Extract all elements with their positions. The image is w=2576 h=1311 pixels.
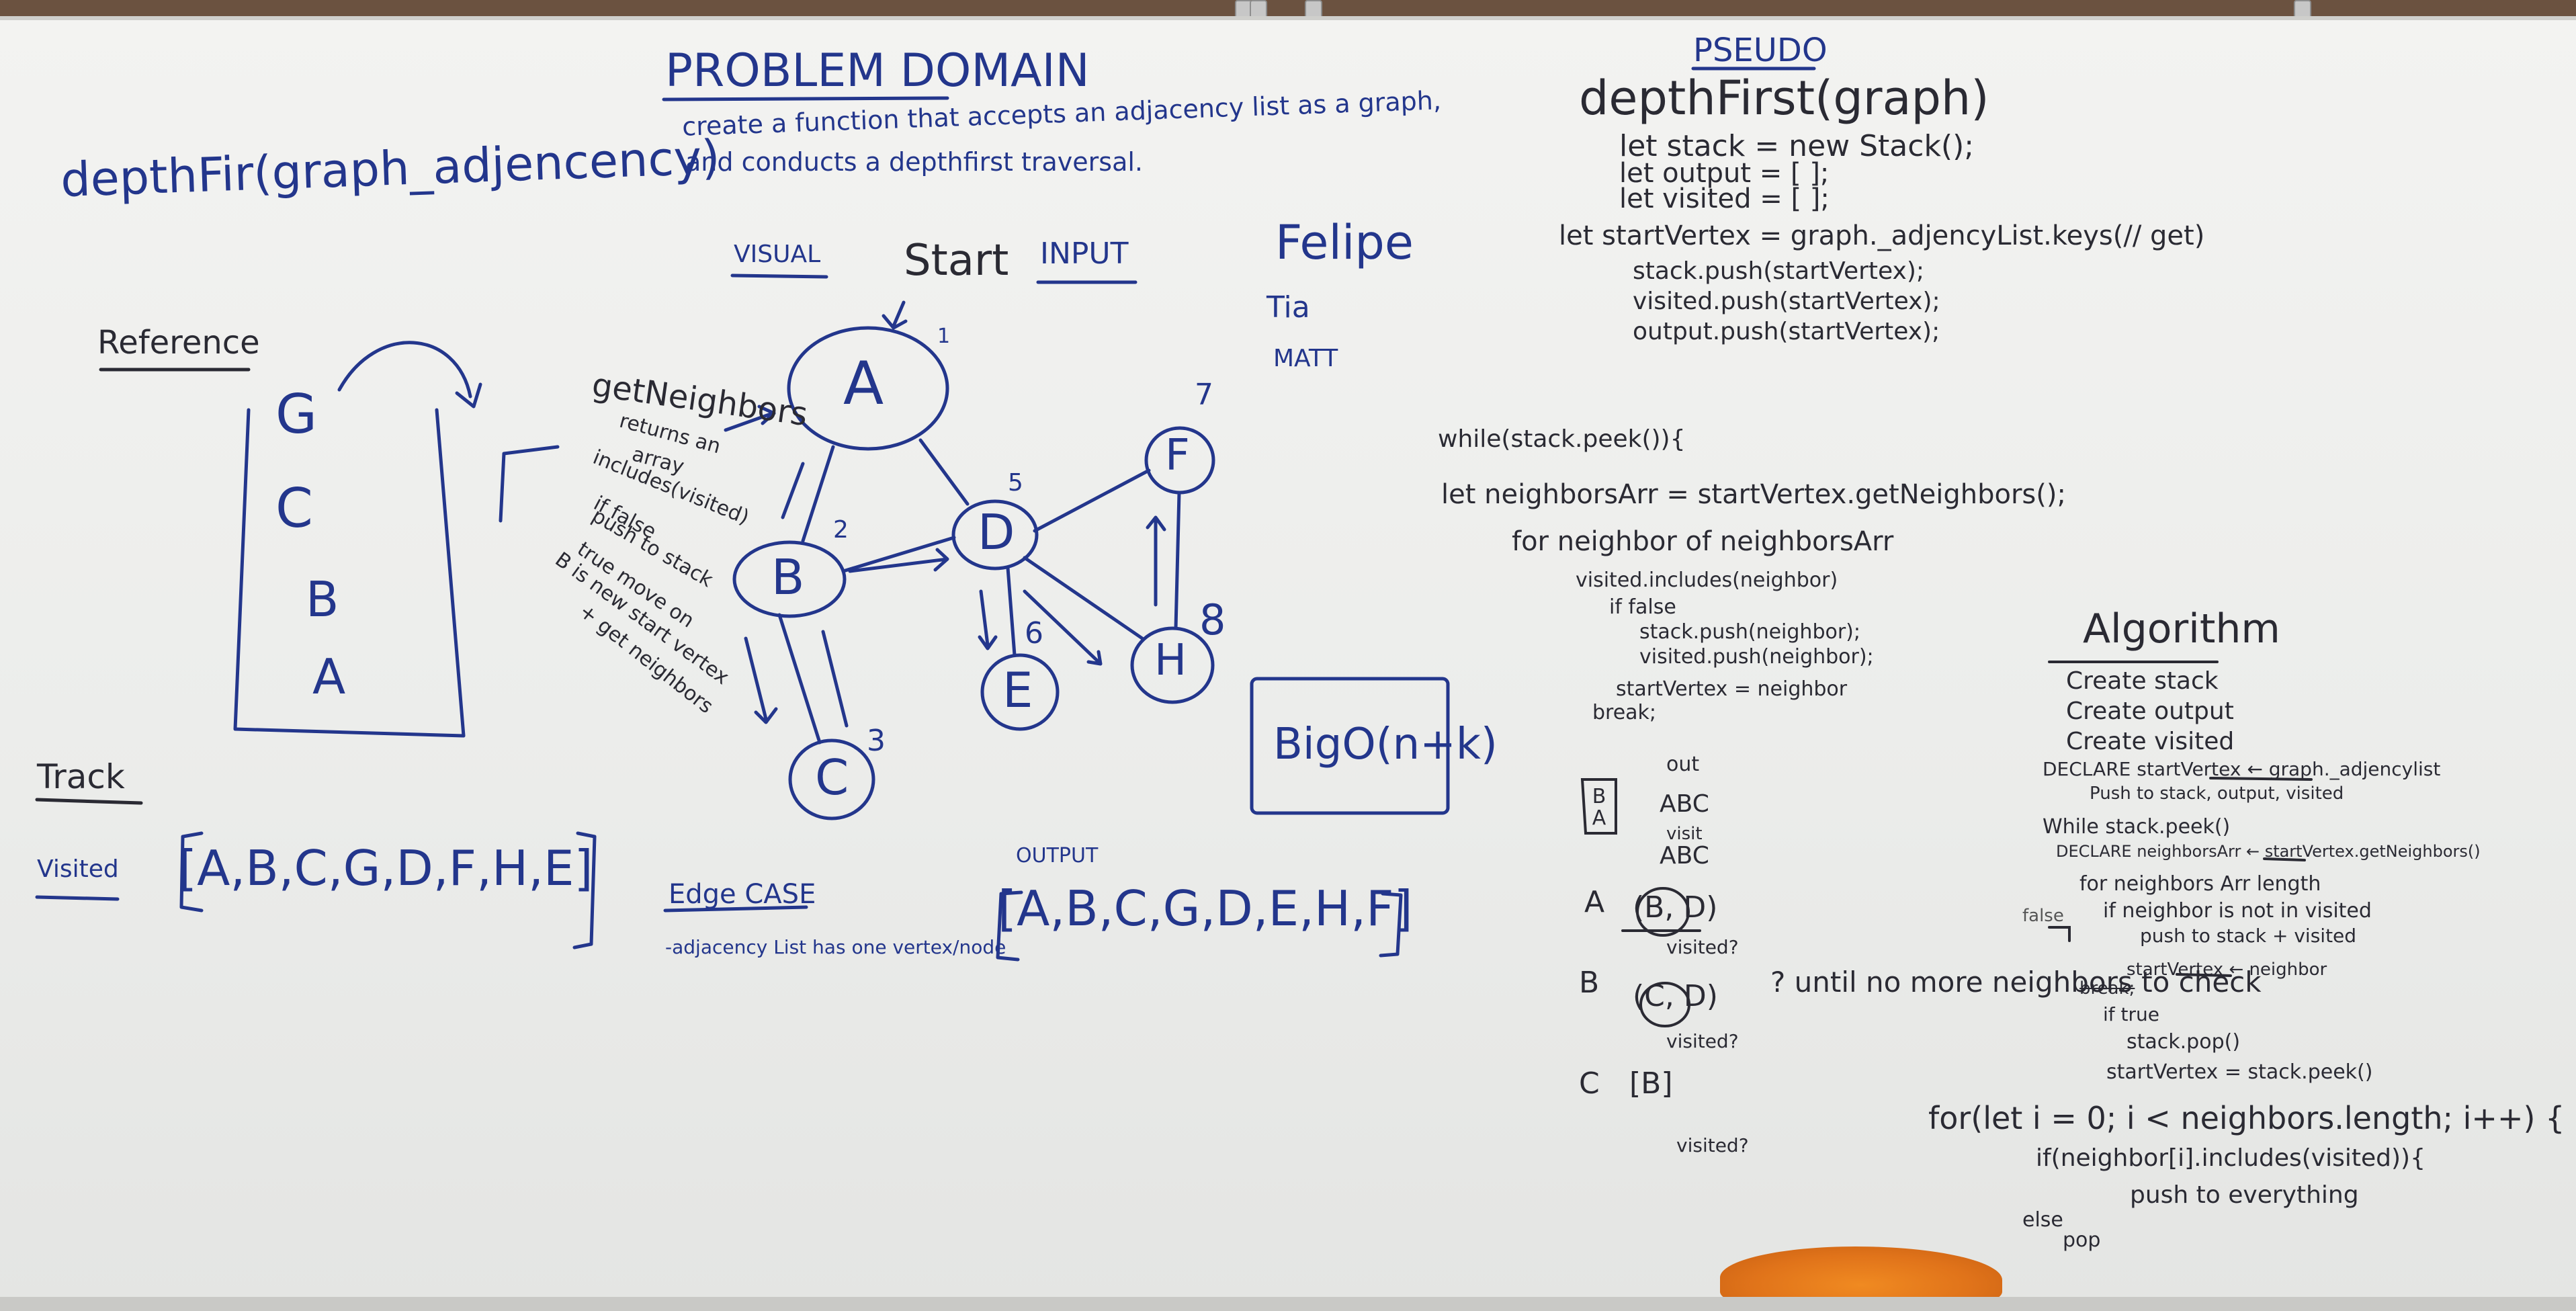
problem-line-2: and conducts a depthfirst traversal. <box>685 147 1143 177</box>
algorithm-line: Push to stack, output, visited <box>2090 784 2344 804</box>
node-label-F: F <box>1165 431 1190 480</box>
bigo-text: BigO(n+k) <box>1273 720 1498 769</box>
trace-row-value: (C, D) <box>1633 979 1718 1013</box>
node-order-C: 3 <box>867 724 886 758</box>
node-label-B: B <box>771 549 805 605</box>
algorithm-line: DECLARE neighborsArr ← startVertex.getNe… <box>2056 842 2481 861</box>
trace-visit-value: ABC <box>1660 842 1709 870</box>
reference-stack-g: G <box>275 383 317 446</box>
trace-row-note: visited? <box>1666 936 1739 958</box>
name-matt: MATT <box>1273 345 1338 372</box>
pseudo-loop-line: while(stack.peek()){ <box>1438 425 1686 453</box>
marker-tray <box>0 1297 2576 1311</box>
node-order-E: 6 <box>1025 616 1043 650</box>
pseudo-heading: PSEUDO <box>1693 32 1828 69</box>
algorithm-line: startVertex ← neighbor <box>2127 960 2327 980</box>
pseudo-loop-line: startVertex = neighbor <box>1616 677 1848 701</box>
trace-row-key: A <box>1584 885 1605 919</box>
visual-label: VISUAL <box>734 241 821 268</box>
reference-label: Reference <box>97 324 260 362</box>
algorithm-line: stack.pop() <box>2127 1030 2241 1054</box>
output-list: [A,B,C,G,D,E,H,F] <box>998 880 1413 937</box>
algorithm-line: if true <box>2103 1003 2159 1025</box>
node-label-C: C <box>815 749 849 806</box>
algorithm-line: Create output <box>2066 697 2234 725</box>
name-felipe: Felipe <box>1275 215 1414 270</box>
reference-stack-b: B <box>306 571 339 628</box>
trace-until-note: ? until no more neighbors to check <box>1770 966 2262 999</box>
node-label-H: H <box>1154 636 1187 685</box>
algorithm-line: if neighbor is not in visited <box>2103 899 2372 923</box>
node-order-A: 1 <box>937 325 951 348</box>
algorithm-line: While stack.peek() <box>2043 815 2231 839</box>
name-tia: Tia <box>1266 290 1310 325</box>
node-order-B: 2 <box>833 516 849 544</box>
algorithm-line: Create stack <box>2066 667 2219 695</box>
problem-heading: PROBLEM DOMAIN <box>665 44 1090 97</box>
pseudo-line: visited.push(startVertex); <box>1633 288 1940 315</box>
algorithm-heading: Algorithm <box>2083 605 2280 652</box>
trace-row-note: visited? <box>1666 1030 1739 1052</box>
edge-case-text: -adjacency List has one vertex/node <box>665 936 1006 958</box>
algorithm-line: Create visited <box>2066 728 2235 755</box>
algorithm-line: push to stack + visited <box>2140 925 2357 947</box>
bottom-code-line-1: for(let i = 0; i < neighbors.length; i++… <box>1928 1100 2565 1136</box>
pseudo-loop-line: stack.push(neighbor); <box>1639 620 1860 644</box>
algorithm-false-label: false <box>2022 906 2064 926</box>
pseudo-line: let stack = new Stack(); <box>1619 129 1975 163</box>
output-label: OUTPUT <box>1016 844 1099 868</box>
pseudo-line: let visited = [ ]; <box>1619 183 1830 214</box>
trace-visit-label: visit <box>1666 824 1703 844</box>
trace-row-value: (B, D) <box>1633 890 1718 925</box>
trace-row-note: visited? <box>1676 1134 1749 1156</box>
node-label-E: E <box>1002 662 1033 718</box>
pseudo-line: let startVertex = graph._adjencyList.key… <box>1559 220 2205 251</box>
pseudo-line: stack.push(startVertex); <box>1633 257 1925 285</box>
bottom-code-pop: pop <box>2063 1228 2101 1252</box>
node-label-A: A <box>843 349 884 418</box>
start-label: Start <box>904 236 1009 286</box>
pseudo-line: depthFirst(graph) <box>1579 71 1989 126</box>
trace-stack-box: B A <box>1592 785 1606 830</box>
algorithm-line: DECLARE startVertex ← graph._adjencylist <box>2043 758 2441 780</box>
trace-out-label: out <box>1666 753 1700 776</box>
pseudo-loop-line: visited.push(neighbor); <box>1639 645 1874 669</box>
algorithm-line: break; <box>2079 978 2135 999</box>
pseudo-loop-line: break; <box>1592 701 1657 724</box>
node-order-D: 5 <box>1008 469 1023 497</box>
track-label: Track <box>37 757 125 796</box>
pseudo-loop-line: let neighborsArr = startVertex.getNeighb… <box>1441 479 2066 510</box>
trace-row-key: B <box>1579 966 1600 1000</box>
algorithm-line: startVertex = stack.peek() <box>2106 1060 2373 1084</box>
visited-label: Visited <box>37 855 119 883</box>
input-label: INPUT <box>1040 237 1129 271</box>
node-order-F: 7 <box>1195 378 1213 412</box>
bottom-code-line-3: push to everything <box>2130 1181 2359 1209</box>
bottom-code-else: else <box>2022 1208 2063 1232</box>
pseudo-loop-line: if false <box>1609 595 1676 619</box>
trace-out-value: ABC <box>1660 790 1709 818</box>
algorithm-line: for neighbors Arr length <box>2079 872 2321 896</box>
bottom-code-line-2: if(neighbor[i].includes(visited)){ <box>2036 1144 2425 1172</box>
visited-list: [A,B,C,G,D,F,H,E] <box>178 840 593 896</box>
trace-row-key: C <box>1579 1066 1600 1101</box>
pseudo-loop-line: for neighbor of neighborsArr <box>1512 526 1894 557</box>
reference-stack-a: A <box>312 648 346 705</box>
reference-stack-c: C <box>275 477 313 540</box>
node-order-H: 8 <box>1199 595 1226 644</box>
pseudo-line: let output = [ ]; <box>1619 158 1830 189</box>
node-label-D: D <box>978 504 1015 560</box>
trace-row-value: [B] <box>1629 1066 1673 1101</box>
pseudo-line: output.push(startVertex); <box>1633 318 1940 345</box>
edge-case-label: Edge CASE <box>669 879 816 910</box>
pseudo-loop-line: visited.includes(neighbor) <box>1576 568 1838 592</box>
